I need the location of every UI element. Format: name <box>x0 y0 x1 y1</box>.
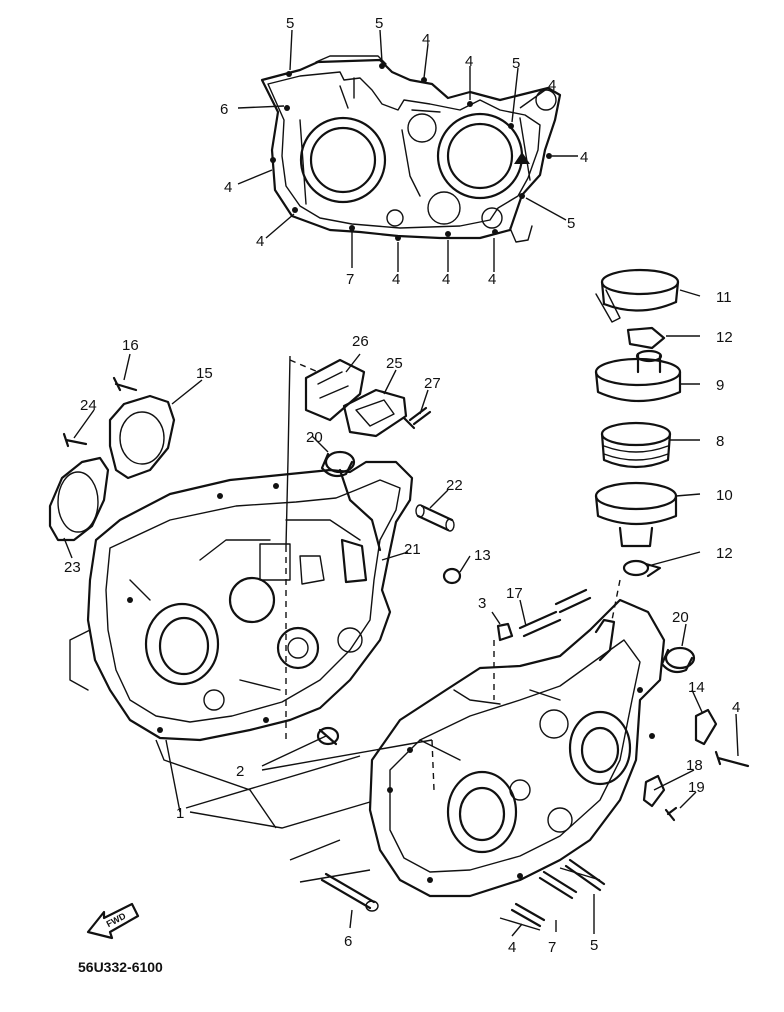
bolt-4-right <box>714 750 750 768</box>
callout-5: 5 <box>512 55 520 72</box>
crankcase-right-half <box>368 598 666 898</box>
bolt-19 <box>664 806 678 822</box>
filter-element-8 <box>600 421 672 469</box>
callout-12: 12 <box>716 545 733 562</box>
callout-1: 1 <box>176 805 184 822</box>
callout-4: 4 <box>256 233 264 250</box>
callout-13: 13 <box>474 547 491 564</box>
leader-lines <box>63 29 739 937</box>
callout-4: 4 <box>488 271 496 288</box>
cover-25 <box>342 388 408 438</box>
clip-12-upper <box>626 326 666 350</box>
callout-22: 22 <box>446 477 463 494</box>
bolt-27 <box>402 406 432 430</box>
callout-4: 4 <box>732 699 740 716</box>
callout-24: 24 <box>80 397 97 414</box>
callout-16: 16 <box>122 337 139 354</box>
clamp-band-11 <box>595 268 680 323</box>
bolt-16 <box>112 376 138 392</box>
callout-6: 6 <box>220 101 228 118</box>
callout-9: 9 <box>716 377 724 394</box>
fitting-3 <box>496 622 514 642</box>
callout-4: 4 <box>508 939 516 956</box>
callout-7: 7 <box>548 939 556 956</box>
callout-11: 11 <box>716 289 732 306</box>
callout-2: 2 <box>236 763 244 780</box>
fitting-18 <box>642 774 666 808</box>
bracket-14 <box>694 708 718 746</box>
cap-10 <box>594 481 678 548</box>
callout-labels: 5 5 4 4 5 4 6 4 4 5 4 7 4 4 4 11 12 9 8 … <box>64 15 740 956</box>
callout-4: 4 <box>392 271 400 288</box>
pins-22 <box>415 504 455 532</box>
callout-7: 7 <box>346 271 354 288</box>
callout-8: 8 <box>716 433 724 450</box>
callout-21: 21 <box>404 541 421 558</box>
callout-18: 18 <box>686 757 703 774</box>
bolt-24 <box>62 432 88 448</box>
gasket-23 <box>48 456 110 542</box>
gasket-26 <box>304 358 366 422</box>
plug-13 <box>442 567 462 585</box>
clip-12-lower <box>622 559 662 578</box>
callout-27: 27 <box>424 375 441 392</box>
damper-20-left <box>320 450 356 478</box>
callout-23: 23 <box>64 559 81 576</box>
crankcase-left-half <box>69 460 414 742</box>
drawing-code: 56U332-6100 <box>78 959 163 975</box>
breather-hose-17 <box>518 588 592 638</box>
gasket-15 <box>108 394 176 480</box>
callout-4: 4 <box>465 53 473 70</box>
callout-5: 5 <box>375 15 383 32</box>
callout-5: 5 <box>590 937 598 954</box>
callout-4: 4 <box>442 271 450 288</box>
forward-arrow-icon: FWD <box>86 902 140 940</box>
crankcase-inner-view <box>260 55 562 243</box>
callout-5: 5 <box>567 215 575 232</box>
fwd-label: FWD <box>105 910 128 929</box>
callout-19: 19 <box>688 779 705 796</box>
damper-20-right <box>660 646 696 674</box>
callout-20: 20 <box>672 609 689 626</box>
callout-4: 4 <box>580 149 588 166</box>
callout-20: 20 <box>306 429 323 446</box>
callout-4: 4 <box>422 31 430 48</box>
callout-6: 6 <box>344 933 352 950</box>
callout-14: 14 <box>688 679 705 696</box>
bolts-bottom <box>320 858 606 928</box>
cover-9 <box>594 349 682 403</box>
callout-4: 4 <box>548 77 556 94</box>
callout-4: 4 <box>224 179 232 196</box>
callout-26: 26 <box>352 333 369 350</box>
callout-25: 25 <box>386 355 403 372</box>
callout-15: 15 <box>196 365 213 382</box>
callout-5: 5 <box>286 15 294 32</box>
callout-12: 12 <box>716 329 733 346</box>
callout-17: 17 <box>506 585 523 602</box>
callout-3: 3 <box>478 595 486 612</box>
dowel-2 <box>316 726 340 746</box>
callout-10: 10 <box>716 487 733 504</box>
